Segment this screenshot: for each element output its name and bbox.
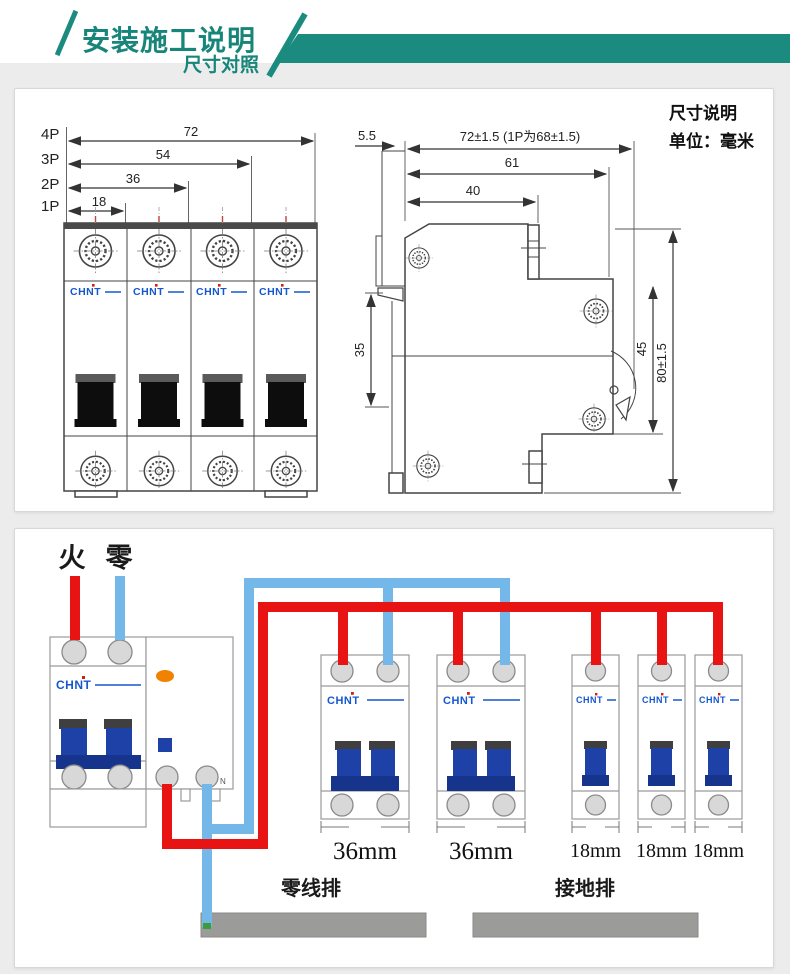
pole-label-3p: 3P <box>41 151 59 168</box>
ground-bar-label: 接地排 <box>555 876 615 900</box>
chnt-logo: CHNT <box>133 284 184 298</box>
chnt-logo: CHNT <box>642 693 682 705</box>
svg-text:CHNT: CHNT <box>259 286 290 298</box>
branch-breaker-2p: CHNT <box>320 654 410 820</box>
dim-40: 40 <box>466 183 480 198</box>
svg-text:CHNT: CHNT <box>56 678 91 692</box>
svg-text:CHNT: CHNT <box>327 695 360 707</box>
chnt-logo: CHNT <box>56 676 141 692</box>
chnt-logo: CHNT <box>259 284 310 298</box>
dimension-panel: 4P 3P 2P 1P 72 54 36 18 <box>14 88 774 512</box>
dimension-note: 尺寸说明 单位：毫米 <box>669 103 755 151</box>
svg-text:CHNT: CHNT <box>70 286 101 298</box>
branch-breaker-1p: CHNT <box>694 654 743 820</box>
branch-breaker-1p: CHNT <box>637 654 686 820</box>
wiring-panel: 火 零 零线排 接地排 CHNT <box>14 528 774 968</box>
svg-text:CHNT: CHNT <box>443 695 476 707</box>
dim-36: 36 <box>126 171 140 186</box>
breaker-side-profile <box>404 223 614 494</box>
chnt-logo: CHNT <box>196 284 247 298</box>
dim-54: 54 <box>156 147 170 162</box>
width-dimensions: 72 54 36 18 <box>67 124 315 216</box>
chnt-logo: CHNT <box>327 692 404 707</box>
chnt-logo: CHNT <box>443 692 520 707</box>
rcd-test-button[interactable] <box>158 738 172 752</box>
wiring-diagram: 火 零 零线排 接地排 CHNT <box>49 543 745 938</box>
chnt-logo: CHNT <box>70 284 121 298</box>
chnt-logo: CHNT <box>699 693 739 705</box>
width-label: 18mm <box>570 840 622 862</box>
pole-label-2p: 2P <box>41 176 59 193</box>
pole-label-1p: 1P <box>41 198 59 215</box>
dim-80: 80±1.5 <box>654 343 669 383</box>
live-wire-label: 火 <box>59 543 86 573</box>
width-label: 36mm <box>449 838 513 865</box>
svg-text:CHNT: CHNT <box>196 286 227 298</box>
branch-breaker-2p: CHNT <box>436 654 526 820</box>
rcd-module <box>145 636 234 790</box>
neutral-wire-label: 零 <box>105 543 134 573</box>
dim-72-tol: 72±1.5 (1P为68±1.5) <box>460 129 581 144</box>
neutral-bus-bar <box>200 912 427 938</box>
branch-breaker-1p: CHNT <box>571 654 620 820</box>
dim-35: 35 <box>352 343 367 357</box>
dim-61: 61 <box>505 155 519 170</box>
live-wires <box>70 576 723 849</box>
dimension-drawing: 4P 3P 2P 1P 72 54 36 18 <box>41 103 755 498</box>
svg-text:CHNT: CHNT <box>133 286 164 298</box>
width-label: 36mm <box>333 838 397 865</box>
ground-bus-bar <box>472 912 699 938</box>
header-teal-band <box>278 34 790 63</box>
main-breaker: CHNT N <box>49 636 234 828</box>
width-marks <box>320 821 743 833</box>
side-view: 5.5 72±1.5 (1P为68±1.5) 61 40 <box>352 128 681 494</box>
dim-5-5: 5.5 <box>358 128 376 143</box>
dim-72: 72 <box>184 124 198 139</box>
pole-label-4p: 4P <box>41 126 59 143</box>
chnt-logo: CHNT <box>576 693 616 705</box>
rcd-indicator <box>156 670 174 682</box>
svg-text:CHNT: CHNT <box>642 695 669 705</box>
dimension-note-unit: 单位：毫米 <box>669 131 755 151</box>
svg-text:CHNT: CHNT <box>699 695 726 705</box>
dim-45: 45 <box>634 342 649 356</box>
neutral-bar-label: 零线排 <box>280 876 341 900</box>
width-label: 18mm <box>636 840 688 862</box>
width-label: 18mm <box>693 840 745 862</box>
page-subtitle: 尺寸对照 <box>182 55 259 76</box>
page-title: 安装施工说明 <box>82 25 257 56</box>
toggle-handles <box>74 374 307 427</box>
dimension-note-title: 尺寸说明 <box>669 103 737 123</box>
dim-18: 18 <box>92 194 106 209</box>
front-view: 4P 3P 2P 1P 72 54 36 18 <box>41 124 318 498</box>
svg-text:CHNT: CHNT <box>576 695 603 705</box>
n-terminal-label: N <box>220 777 226 786</box>
wire-end-tip <box>203 923 211 929</box>
